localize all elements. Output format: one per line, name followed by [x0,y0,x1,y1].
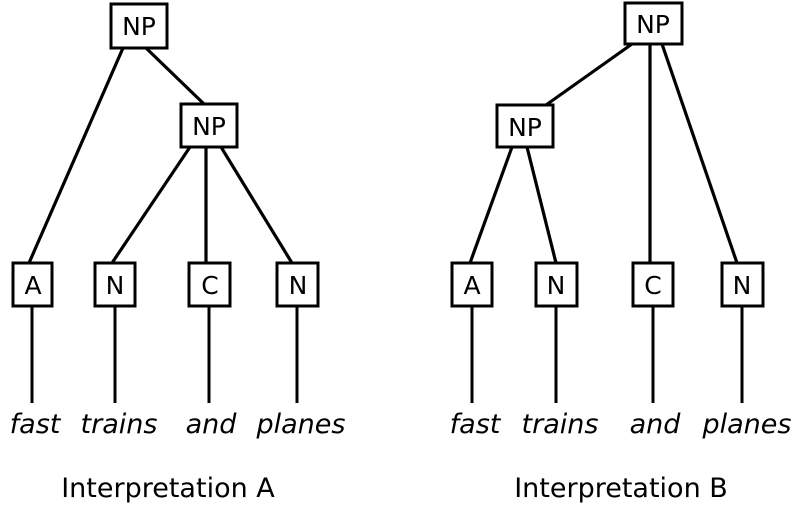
edge-inner-np-to-a [468,146,514,264]
word-planes: planes [702,409,792,440]
edge-root-to-inner-np [545,42,633,107]
node-box-inner-np [179,102,239,149]
node-box-n2 [275,261,320,308]
node-box-c [631,261,675,308]
word-and: and [630,409,682,440]
node-box-a [11,261,54,308]
edge-inner-np-to-n1 [110,146,192,264]
node-label-inner-np: NP [508,113,542,142]
node-label-inner-np: NP [192,112,226,141]
node-box-inner-np [495,103,555,149]
word-trains: trains [81,409,158,440]
node-box-a [450,261,494,308]
node-box-root-np [623,1,684,46]
word-fast: fast [10,409,62,440]
node-label-n2: N [289,271,308,300]
caption-interpretation-a: Interpretation A [61,473,275,504]
word-and: and [186,409,238,440]
edge-root-to-inner-np [144,46,206,106]
node-label-root-np: NP [636,10,670,39]
node-box-n1 [93,261,137,308]
tree-interpretation-b: NP NP A N C N fast trains and planes Int… [450,1,792,504]
tree-interpretation-a: NP NP A N C N fast trains and planes Int… [10,2,346,504]
word-planes: planes [256,409,346,440]
node-box-root-np [109,2,169,50]
node-box-n2 [720,261,765,308]
edge-inner-np-to-n2 [219,146,294,264]
node-label-n2: N [733,271,752,300]
node-label-root-np: NP [122,12,156,41]
edge-inner-np-to-n1 [525,146,558,264]
node-box-c [187,261,232,308]
caption-interpretation-b: Interpretation B [514,473,728,504]
word-trains: trains [522,409,599,440]
edge-root-to-a [27,47,125,264]
node-label-a: A [463,271,480,300]
node-box-n1 [534,261,579,308]
node-label-n1: N [547,271,566,300]
node-label-n1: N [106,271,125,300]
node-label-a: A [24,271,41,300]
node-label-c: C [644,271,661,300]
edge-root-to-n2 [660,43,739,264]
word-fast: fast [450,409,502,440]
node-label-c: C [201,271,218,300]
